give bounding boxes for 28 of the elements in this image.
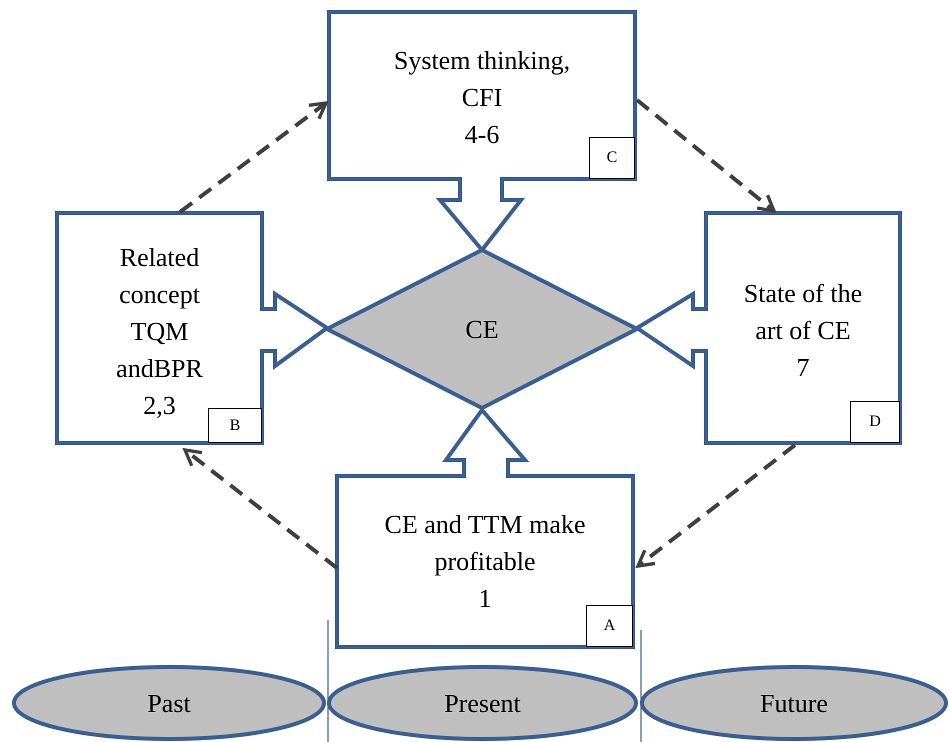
callout-box	[335, 408, 635, 649]
box-text: State of the art of CE	[742, 278, 864, 347]
timeline-ellipse	[640, 665, 948, 741]
decision-diamond	[325, 248, 639, 410]
corner-label: B	[208, 408, 262, 443]
box-text: System thinking, CFI	[392, 45, 572, 114]
ellipse-text: Present	[444, 688, 521, 720]
timeline-ellipse	[12, 665, 326, 741]
dashed-arrow	[178, 101, 328, 214]
ellipse-text: Past	[147, 688, 191, 720]
ellipse-text: Future	[760, 688, 828, 720]
dashed-arrow	[183, 448, 338, 570]
box-text: 4-6	[464, 119, 500, 151]
diamond-text: CE	[465, 314, 499, 346]
corner-label: D	[850, 401, 900, 443]
box-text: Related concept TQM andBPR	[115, 242, 204, 385]
timeline-ellipse	[327, 665, 638, 741]
callout-box	[55, 211, 329, 445]
box-text: CE and TTM make profitable	[384, 509, 586, 578]
dashed-arrow	[636, 98, 776, 213]
dashed-arrow	[636, 443, 796, 568]
corner-label: A	[586, 605, 633, 647]
box-text: 2,3	[142, 390, 177, 422]
box-text: 1	[478, 583, 492, 615]
callout-box	[327, 10, 637, 252]
box-text: 7	[796, 352, 810, 384]
corner-label: C	[589, 137, 635, 179]
callout-box	[635, 211, 902, 445]
